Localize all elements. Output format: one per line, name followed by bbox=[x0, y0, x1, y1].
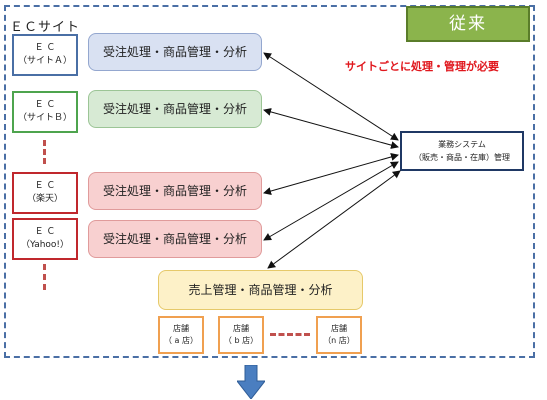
ec-site-b-line1: Ｅ Ｃ bbox=[34, 100, 56, 110]
store-b-box: 店舗 （ b 店） bbox=[218, 316, 264, 354]
ec-site-a-line1: Ｅ Ｃ bbox=[34, 43, 56, 53]
ec-site-yahoo-box: Ｅ Ｃ （Yahoo!） bbox=[12, 218, 78, 260]
store-a-box: 店舗 （ a 店） bbox=[158, 316, 204, 354]
ec-site-b-line2: （サイトＢ） bbox=[17, 113, 72, 123]
ec-site-b-box: Ｅ Ｃ （サイトＢ） bbox=[12, 91, 78, 133]
down-arrow-icon bbox=[237, 365, 265, 399]
store-n-line1: 店舗 bbox=[331, 324, 347, 333]
process-rakuten: 受注処理・商品管理・分析 bbox=[88, 172, 262, 210]
arrow-stores bbox=[267, 170, 401, 269]
legacy-frame bbox=[4, 5, 535, 358]
business-system-box: 業務システム （販売・商品・在庫）管理 bbox=[400, 131, 524, 171]
store-b-line2: （ b 店） bbox=[223, 336, 259, 345]
store-a-line1: 店舗 bbox=[173, 324, 189, 333]
store-n-line2: （n 店） bbox=[323, 336, 355, 345]
process-yahoo: 受注処理・商品管理・分析 bbox=[88, 220, 262, 258]
ec-site-a-line2: （サイトＡ） bbox=[17, 56, 72, 66]
ec-site-yahoo-line1: Ｅ Ｃ bbox=[34, 227, 56, 237]
process-stores: 売上管理・商品管理・分析 bbox=[158, 270, 363, 310]
arrow-site-a bbox=[263, 52, 399, 141]
mode-tag: 従来 bbox=[406, 6, 530, 42]
arrow-site-b bbox=[263, 108, 399, 149]
ec-gap-dash-top bbox=[43, 140, 46, 164]
business-system-line2: （販売・商品・在庫）管理 bbox=[414, 153, 510, 162]
ec-gap-dash-bottom bbox=[43, 264, 46, 290]
store-n-box: 店舗 （n 店） bbox=[316, 316, 362, 354]
business-system-line1: 業務システム bbox=[438, 140, 486, 149]
process-site-b: 受注処理・商品管理・分析 bbox=[88, 90, 262, 128]
ec-site-rakuten-line1: Ｅ Ｃ bbox=[34, 181, 56, 191]
ec-sites-label: ＥＣサイト bbox=[10, 20, 81, 35]
store-a-line2: （ a 店） bbox=[164, 336, 198, 345]
process-site-a: 受注処理・商品管理・分析 bbox=[88, 33, 262, 71]
store-b-line1: 店舗 bbox=[233, 324, 249, 333]
ec-site-yahoo-line2: （Yahoo!） bbox=[20, 240, 70, 250]
ec-site-rakuten-box: Ｅ Ｃ （楽天） bbox=[12, 172, 78, 214]
ec-site-a-box: Ｅ Ｃ （サイトＡ） bbox=[12, 34, 78, 76]
store-gap-dash bbox=[270, 333, 310, 336]
ec-site-rakuten-line2: （楽天） bbox=[26, 194, 63, 204]
